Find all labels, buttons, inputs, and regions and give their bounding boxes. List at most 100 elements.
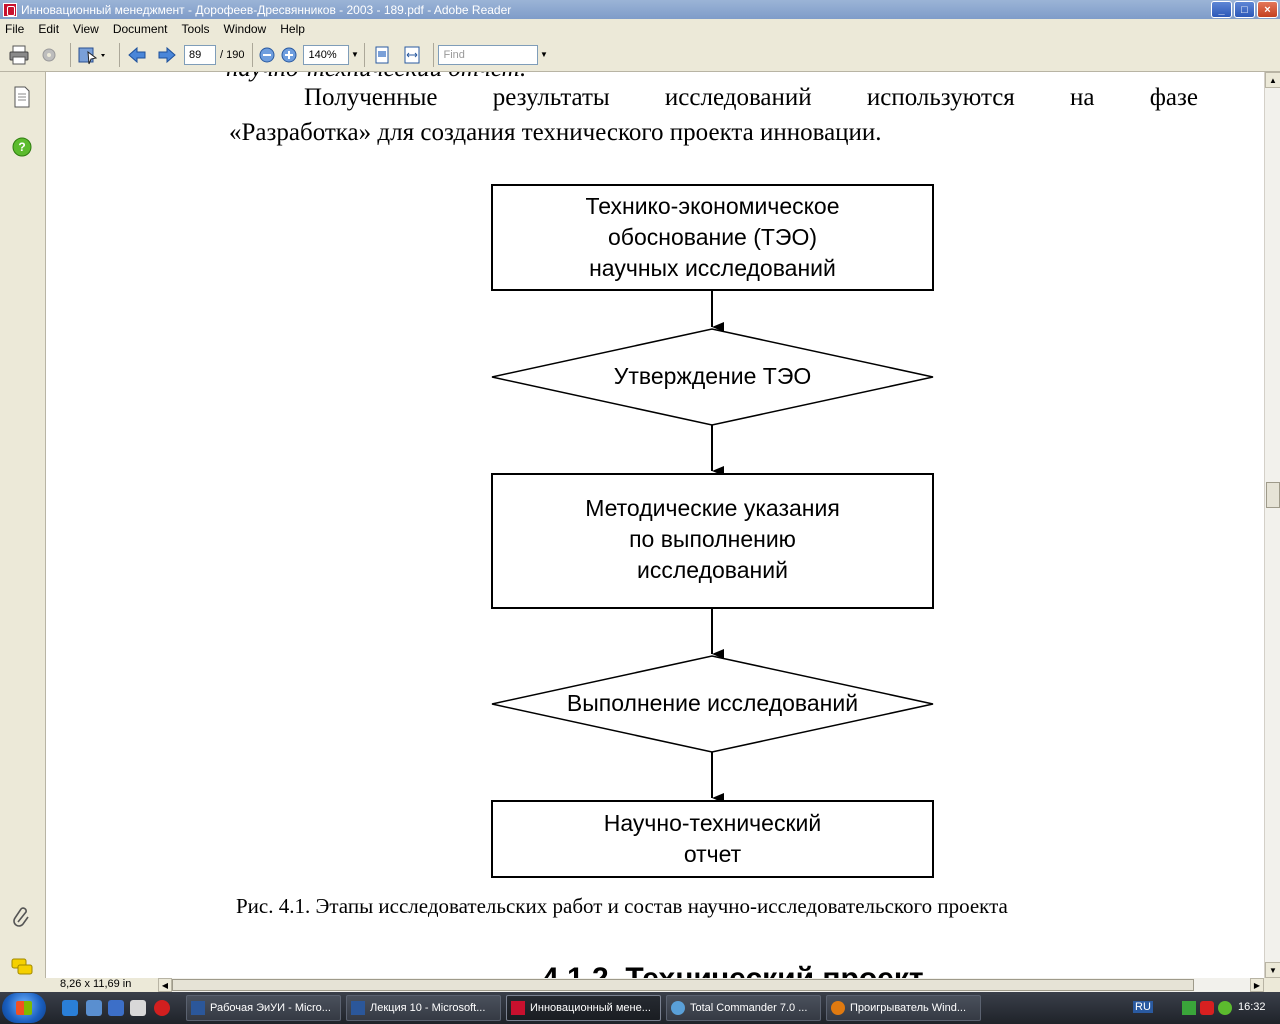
- title-bar: Инновационный менеджмент - Дорофеев-Дрес…: [0, 0, 1280, 19]
- previous-page-icon[interactable]: [124, 42, 150, 68]
- taskbar-item[interactable]: Рабочая ЭиУИ - Micro...: [186, 995, 341, 1021]
- close-button[interactable]: ×: [1257, 1, 1278, 18]
- attachments-paperclip-icon[interactable]: [9, 904, 35, 930]
- flowchart-box-report-label: Научно-технический отчет: [492, 808, 933, 870]
- next-page-icon[interactable]: [154, 42, 180, 68]
- taskbar-item-label: Проигрыватель Wind...: [850, 1002, 967, 1014]
- fit-width-icon[interactable]: [399, 42, 425, 68]
- vertical-scrollbar[interactable]: ▲ ▼: [1264, 72, 1280, 978]
- svg-text:?: ?: [18, 140, 25, 154]
- find-dropdown-icon[interactable]: ▼: [540, 50, 548, 59]
- menu-tools[interactable]: Tools: [181, 21, 210, 36]
- app-quicklaunch-icon[interactable]: [130, 1000, 146, 1016]
- flowchart-box-guidelines-label: Методические указания по выполнению иссл…: [492, 493, 933, 586]
- show-desktop-icon[interactable]: [86, 1000, 102, 1016]
- security-icon[interactable]: [1200, 1001, 1214, 1015]
- zoom-dropdown-icon[interactable]: ▼: [351, 50, 359, 59]
- toolbar-separator: [252, 42, 254, 67]
- scroll-up-arrow-icon[interactable]: ▲: [1265, 72, 1280, 88]
- toolbar-separator: [70, 42, 71, 67]
- label-line: Методические указания: [585, 495, 840, 521]
- toolbar-separator: [433, 42, 435, 67]
- flowchart-diamond-approval-label: Утверждение ТЭО: [613, 363, 812, 389]
- taskbar-item[interactable]: Проигрыватель Wind...: [826, 995, 981, 1021]
- adobe-reader-icon: [3, 2, 17, 17]
- taskbar-item-label: Инновационный мене...: [530, 1002, 651, 1014]
- page-size-readout: 8,26 x 11,69 in: [60, 978, 132, 990]
- document-page[interactable]: научно-технический отчет. Полученные рез…: [46, 72, 1264, 978]
- label-line: отчет: [683, 841, 742, 867]
- settings-gear-icon[interactable]: [36, 42, 62, 68]
- flowchart-box-report: [491, 800, 934, 878]
- find-input[interactable]: Find: [438, 44, 539, 65]
- taskbar-item-label: Рабочая ЭиУИ - Micro...: [210, 1002, 331, 1014]
- select-tool-icon[interactable]: [75, 42, 111, 68]
- menu-edit[interactable]: Edit: [38, 21, 60, 36]
- comments-icon[interactable]: [9, 954, 35, 980]
- taskbar: Рабочая ЭиУИ - Micro... Лекция 10 - Micr…: [0, 992, 1280, 1024]
- taskbar-item-label: Лекция 10 - Microsoft...: [370, 1002, 486, 1014]
- save-disk-icon[interactable]: [108, 1000, 124, 1016]
- taskbar-item-active[interactable]: Инновационный мене...: [506, 995, 661, 1021]
- zoom-out-icon[interactable]: [257, 42, 277, 68]
- menu-document[interactable]: Document: [112, 21, 168, 36]
- menu-file[interactable]: File: [5, 21, 25, 36]
- language-indicator[interactable]: RU: [1133, 1001, 1153, 1013]
- fit-page-icon[interactable]: [369, 42, 395, 68]
- word: результаты: [492, 84, 610, 111]
- menu-help[interactable]: Help: [280, 21, 305, 36]
- taskbar-item[interactable]: Total Commander 7.0 ...: [666, 995, 821, 1021]
- label-line: научных исследований: [589, 255, 836, 281]
- zoom-input[interactable]: 140%: [303, 44, 350, 65]
- taskbar-item[interactable]: Лекция 10 - Microsoft...: [346, 995, 501, 1021]
- vertical-scroll-thumb[interactable]: [1266, 482, 1280, 508]
- flowchart-box-teo-label: Технико-экономическое обоснование (ТЭО) …: [492, 191, 933, 284]
- pages-icon[interactable]: [9, 84, 35, 110]
- system-tray: RU 16:32: [1120, 992, 1280, 1024]
- word-icon: [191, 1001, 205, 1015]
- toolbar: 89 / 190 140% ▼ Find ▼: [0, 38, 1280, 72]
- cut-off-text-line: научно-технический отчет.: [226, 72, 526, 83]
- scroll-down-arrow-icon[interactable]: ▼: [1265, 962, 1280, 978]
- menu-window[interactable]: Window: [223, 21, 267, 36]
- flowchart-diamond-approval: [491, 328, 934, 426]
- horizontal-scrollbar[interactable]: ◀ ▶: [158, 978, 1264, 992]
- toolbar-separator: [119, 42, 120, 67]
- start-button[interactable]: [2, 993, 46, 1023]
- status-bar: 8,26 x 11,69 in ◀ ▶: [0, 978, 1280, 992]
- page-number-input[interactable]: 89: [184, 44, 216, 65]
- menu-bar: File Edit View Document Tools Window Hel…: [0, 19, 1280, 38]
- navigation-panel: ?: [0, 72, 46, 992]
- print-icon[interactable]: [6, 42, 32, 68]
- help-icon[interactable]: ?: [9, 134, 35, 160]
- figure-caption: Рис. 4.1. Этапы исследовательских работ …: [236, 894, 1008, 918]
- minimize-button[interactable]: _: [1211, 1, 1232, 18]
- page-total: / 190: [220, 48, 245, 61]
- word: используются: [866, 84, 1015, 111]
- toolbar-separator: [364, 42, 366, 67]
- scroll-left-arrow-icon[interactable]: ◀: [158, 978, 172, 992]
- paragraph-line-2: «Разработка» для создания технического п…: [229, 119, 882, 146]
- window-title: Инновационный менеджмент - Дорофеев-Дрес…: [21, 2, 512, 17]
- flowchart-box-teo: [491, 184, 934, 291]
- word: фазе: [1149, 84, 1198, 111]
- label-line: исследований: [637, 557, 788, 583]
- word: на: [1070, 84, 1095, 111]
- word-icon: [351, 1001, 365, 1015]
- opera-icon[interactable]: [154, 1000, 170, 1016]
- zoom-in-icon[interactable]: [279, 42, 299, 68]
- maximize-button[interactable]: □: [1234, 1, 1255, 18]
- flowchart-box-guidelines: [491, 473, 934, 609]
- horizontal-scroll-thumb[interactable]: [172, 979, 1194, 991]
- label-line: Научно-технический: [603, 810, 822, 836]
- taskbar-item-label: Total Commander 7.0 ...: [690, 1002, 808, 1014]
- scroll-right-arrow-icon[interactable]: ▶: [1250, 978, 1264, 992]
- menu-view[interactable]: View: [73, 21, 99, 36]
- windows-logo-icon: [16, 1001, 32, 1015]
- antivirus-icon[interactable]: [1218, 1001, 1232, 1015]
- internet-explorer-icon[interactable]: [62, 1000, 78, 1016]
- network-icon[interactable]: [1182, 1001, 1196, 1015]
- clock[interactable]: 16:32: [1238, 1001, 1266, 1013]
- media-player-icon: [831, 1001, 845, 1015]
- adobe-reader-icon: [511, 1001, 525, 1015]
